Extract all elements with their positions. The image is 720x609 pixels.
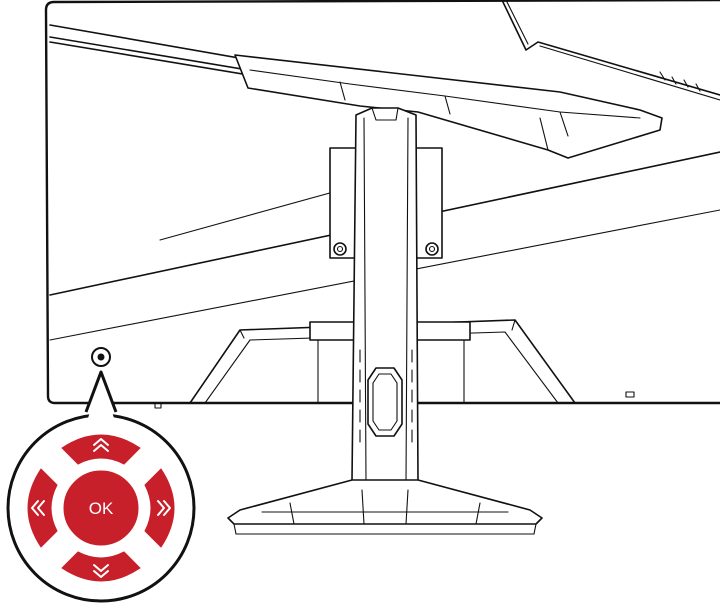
monitor-rear-panel — [44, 0, 720, 409]
down-arrow-icon — [93, 564, 109, 578]
stand — [227, 107, 543, 535]
joystick-control: OK — [27, 434, 175, 582]
left-arrow-icon — [31, 500, 45, 516]
ok-label: OK — [89, 499, 114, 518]
ok-button[interactable]: OK — [63, 470, 139, 546]
left-button[interactable] — [27, 468, 58, 548]
right-arrow-icon — [157, 500, 171, 516]
down-button[interactable] — [61, 551, 141, 582]
up-arrow-icon — [93, 438, 109, 452]
joystick-nub-center — [97, 353, 105, 361]
up-button[interactable] — [61, 434, 141, 465]
right-button[interactable] — [144, 468, 175, 548]
